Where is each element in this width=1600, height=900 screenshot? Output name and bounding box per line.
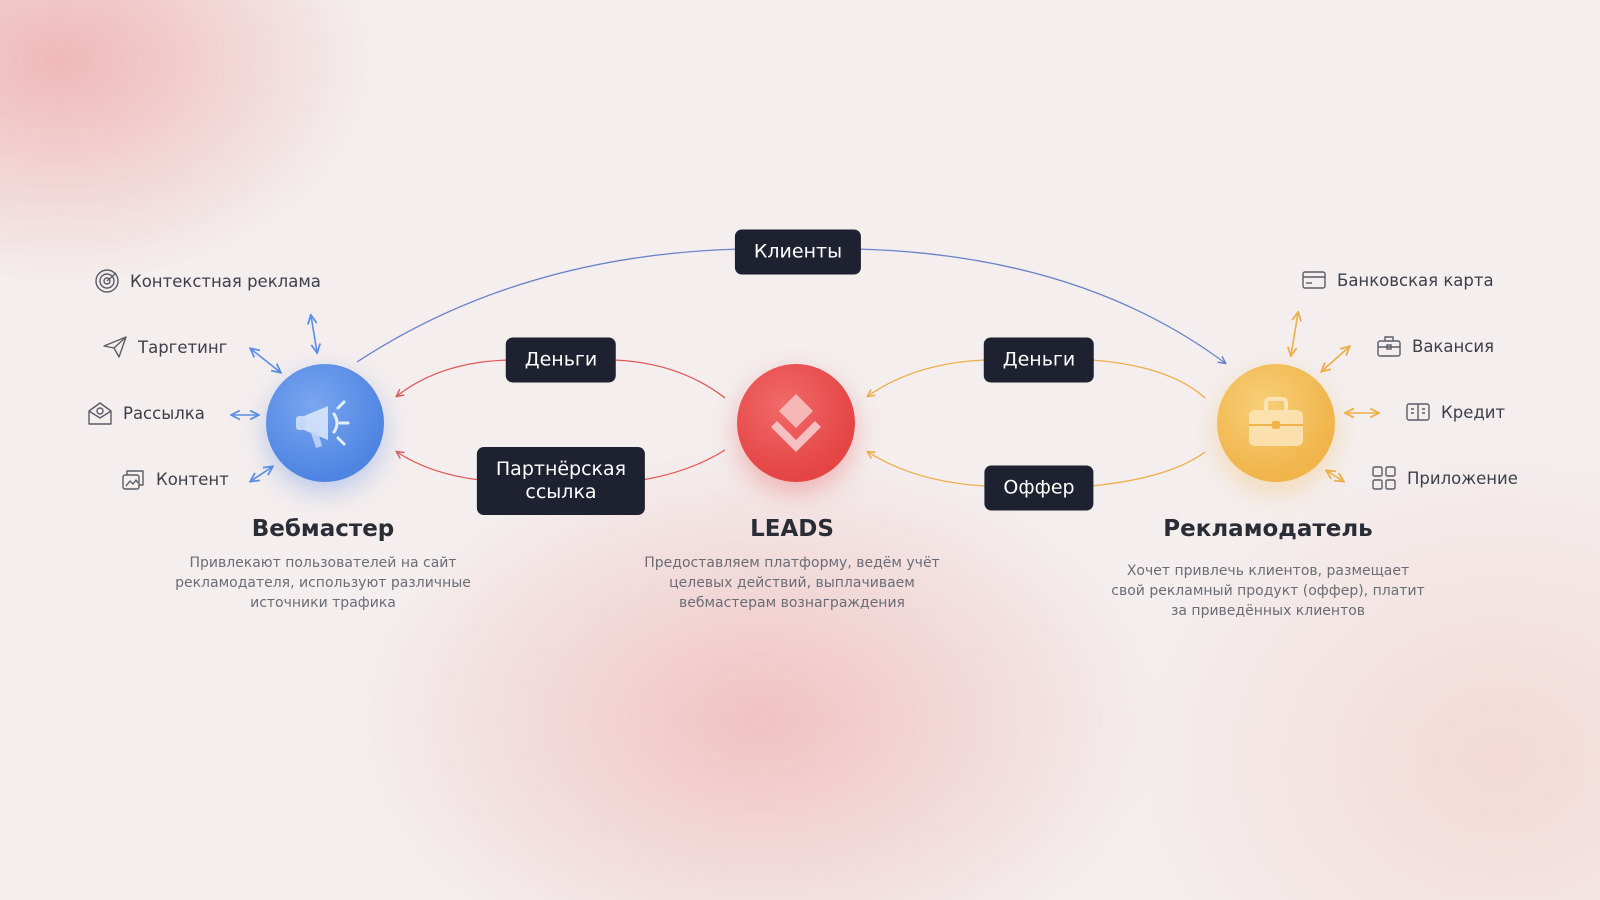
source-contextual-ads: Контекстная реклама (94, 268, 321, 294)
credit-icon (1405, 399, 1431, 425)
source-content: Контент (120, 466, 229, 492)
advertiser-node (1217, 364, 1335, 482)
leads-title: LEADS (750, 516, 834, 542)
target-icon (94, 268, 120, 294)
product-label: Кредит (1441, 402, 1506, 422)
paper-plane-icon (102, 334, 128, 360)
source-label: Контент (156, 469, 229, 489)
source-label: Контекстная реклама (130, 271, 321, 291)
webmaster-node (266, 364, 384, 482)
partner-link-arc (397, 450, 726, 481)
product-label: Приложение (1407, 468, 1518, 488)
content-icon (120, 466, 146, 492)
megaphone-icon (296, 400, 350, 448)
source-targeting: Таргетинг (102, 334, 227, 360)
bank-card-icon (1301, 267, 1327, 293)
product-vacancy: Вакансия (1376, 333, 1494, 359)
envelope-icon (87, 400, 113, 426)
offer-pill: Оффер (984, 465, 1094, 511)
product-bank-card: Банковская карта (1301, 267, 1494, 293)
money-left-pill: Деньги (505, 337, 617, 383)
offer-arc (868, 452, 1206, 487)
leads-description: Предоставляем платформу, ведём учёт целе… (644, 555, 940, 611)
advertiser-description: Хочет привлечь клиентов, размещает свой … (1111, 563, 1425, 619)
money-right-arc (868, 359, 1206, 398)
source-mailing: Рассылка (87, 400, 205, 426)
advertiser-product-arrows (1291, 313, 1378, 481)
briefcase-icon (1249, 397, 1303, 446)
product-credit: Кредит (1405, 399, 1505, 425)
source-label: Таргетинг (138, 337, 228, 357)
money-left-arc (397, 359, 726, 398)
leads-logo-icon (771, 394, 821, 452)
leads-node (737, 364, 855, 482)
partner-link-pill: Партнёрская ссылка (476, 447, 646, 515)
product-label: Вакансия (1412, 336, 1495, 356)
webmaster-source-arrows (232, 316, 317, 481)
product-app: Приложение (1371, 465, 1518, 491)
webmaster-description: Привлекают пользователей на сайт рекламо… (175, 555, 471, 611)
briefcase-small-icon (1376, 333, 1402, 359)
product-label: Банковская карта (1337, 270, 1494, 290)
clients-pill: Клиенты (734, 229, 862, 275)
webmaster-title: Вебмастер (251, 516, 395, 542)
app-grid-icon (1371, 465, 1397, 491)
advertiser-title: Рекламодатель (1163, 516, 1373, 542)
money-right-pill: Деньги (983, 337, 1095, 383)
source-label: Рассылка (123, 403, 205, 423)
